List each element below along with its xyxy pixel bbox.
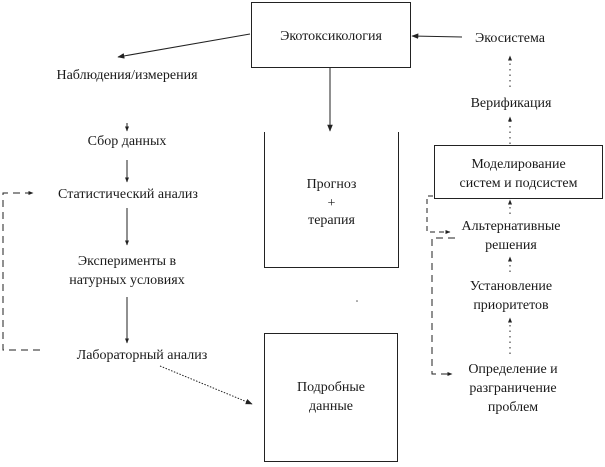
forecast-line-1: Прогноз: [306, 177, 357, 192]
data-collection-label: Сбор данных: [87, 134, 167, 149]
arrow-ecotox-to-observations: [117, 33, 251, 59]
experiments-line-1: Эксперименты в: [77, 254, 177, 269]
modeling-box: Моделирование систем и подсистем: [434, 145, 603, 199]
ecotox-label: Экотоксикология: [280, 29, 382, 44]
statistical-analysis-label: Статистический анализ: [58, 187, 198, 202]
forecast-line-2: +: [327, 196, 336, 211]
forecast-box: Прогноз + терапия: [264, 132, 399, 268]
modeling-line-2: систем и подсистем: [459, 176, 578, 191]
problems-line-1: Определение и: [468, 362, 558, 377]
ecosystem-label: Экосистема: [475, 31, 545, 46]
alternatives-line-1: Альтернативные: [461, 219, 561, 234]
dashed-alternatives-to-problems: [431, 237, 455, 376]
verification-label: Верификация: [470, 96, 552, 111]
ecotox-box: Экотоксикология: [251, 2, 411, 68]
priorities-line-1: Установление: [469, 279, 553, 294]
problems-line-2: разграничение: [469, 381, 557, 396]
detailed-line-1: Подробные: [296, 380, 366, 395]
stray-dot: [356, 300, 358, 302]
lab-analysis-label: Лабораторный анализ: [76, 348, 208, 363]
modeling-line-1: Моделирование: [471, 157, 566, 172]
arrow-ecosystem-to-ecotox: [411, 33, 463, 39]
alternatives-line-2: решения: [485, 238, 537, 253]
forecast-line-3: терапия: [308, 213, 355, 228]
detailed-line-2: данные: [309, 399, 353, 414]
arrow-lab-to-detailed: [159, 365, 253, 405]
experiments-line-2: натурных условиях: [69, 273, 185, 288]
dashed-loop-lab-to-statistical: [2, 191, 40, 351]
dashed-modeling-to-alternatives: [426, 195, 451, 234]
priorities-line-2: приоритетов: [473, 298, 549, 313]
problems-line-3: проблем: [487, 400, 539, 415]
detailed-data-box: Подробные данные: [264, 333, 398, 462]
observations-label: Наблюдения/измерения: [56, 68, 198, 83]
